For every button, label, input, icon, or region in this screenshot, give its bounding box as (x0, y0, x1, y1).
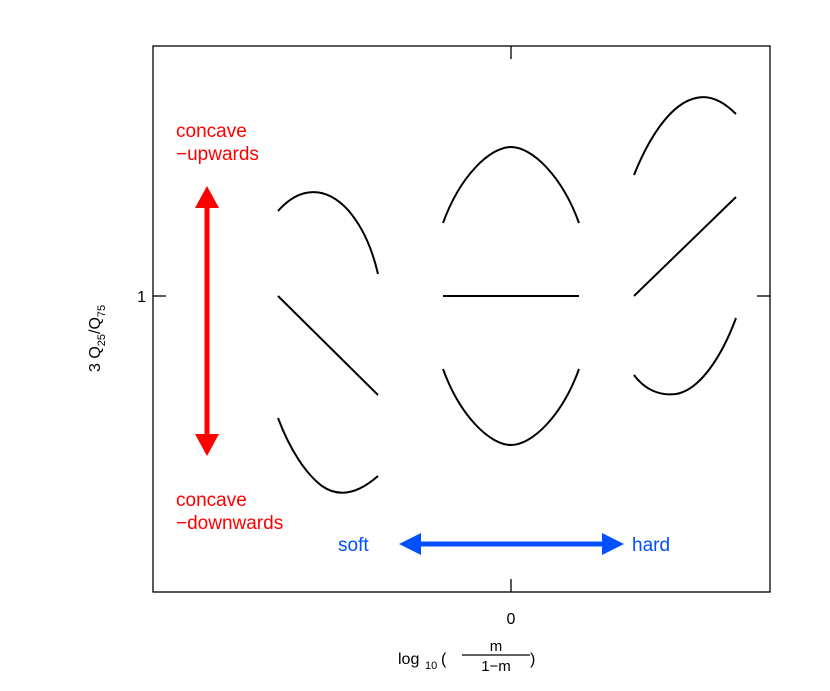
x-label-log: log (398, 651, 419, 668)
curve-group-middle (442, 145, 580, 447)
y-label-mid: /Q (87, 317, 104, 334)
curve-group-left (277, 191, 379, 494)
x-label-open-paren: ( (441, 651, 447, 668)
red-arrow-head-up (195, 186, 219, 208)
softness-arrow (399, 533, 624, 555)
concave-up-line2: −upwards (176, 144, 259, 165)
curve-middle-upper (442, 145, 580, 224)
curve-left-upper (277, 191, 379, 275)
concave-down-line2: −downwards (176, 513, 283, 534)
curve-left-middle (277, 295, 379, 396)
y-label-sub1: 25 (96, 334, 108, 346)
concavity-arrow (195, 186, 219, 456)
curve-right-lower (633, 317, 737, 396)
x-label-numerator: m (490, 638, 503, 655)
curve-right-middle (633, 196, 737, 297)
concave-up-line1: concave (176, 121, 247, 142)
svg-text:3 Q25/Q75: 3 Q25/Q75 (87, 305, 108, 372)
soft-label: soft (338, 535, 369, 556)
curve-group-right (633, 96, 737, 396)
y-axis-label: 3 Q25/Q75 (87, 305, 108, 372)
y-tick-label: 1 (137, 289, 146, 306)
concave-down-line1: concave (176, 490, 247, 511)
y-label-prefix: 3 Q (87, 346, 104, 372)
x-label-close-paren: ) (530, 651, 535, 668)
x-tick-label: 0 (507, 611, 516, 628)
hard-label: hard (632, 535, 670, 556)
plot-frame (152, 45, 771, 593)
y-label-sub2: 75 (96, 305, 108, 317)
curve-middle-lower (442, 368, 580, 447)
blue-arrow-head-right (602, 533, 624, 555)
red-arrow-head-down (195, 434, 219, 456)
x-label-denominator: 1−m (481, 658, 511, 675)
curve-right-upper (633, 96, 737, 176)
x-label-subscript: 10 (425, 660, 437, 672)
x-axis-label: log 10 ( m 1−m ) (398, 638, 535, 675)
curve-left-lower (277, 417, 379, 494)
blue-arrow-head-left (399, 533, 421, 555)
